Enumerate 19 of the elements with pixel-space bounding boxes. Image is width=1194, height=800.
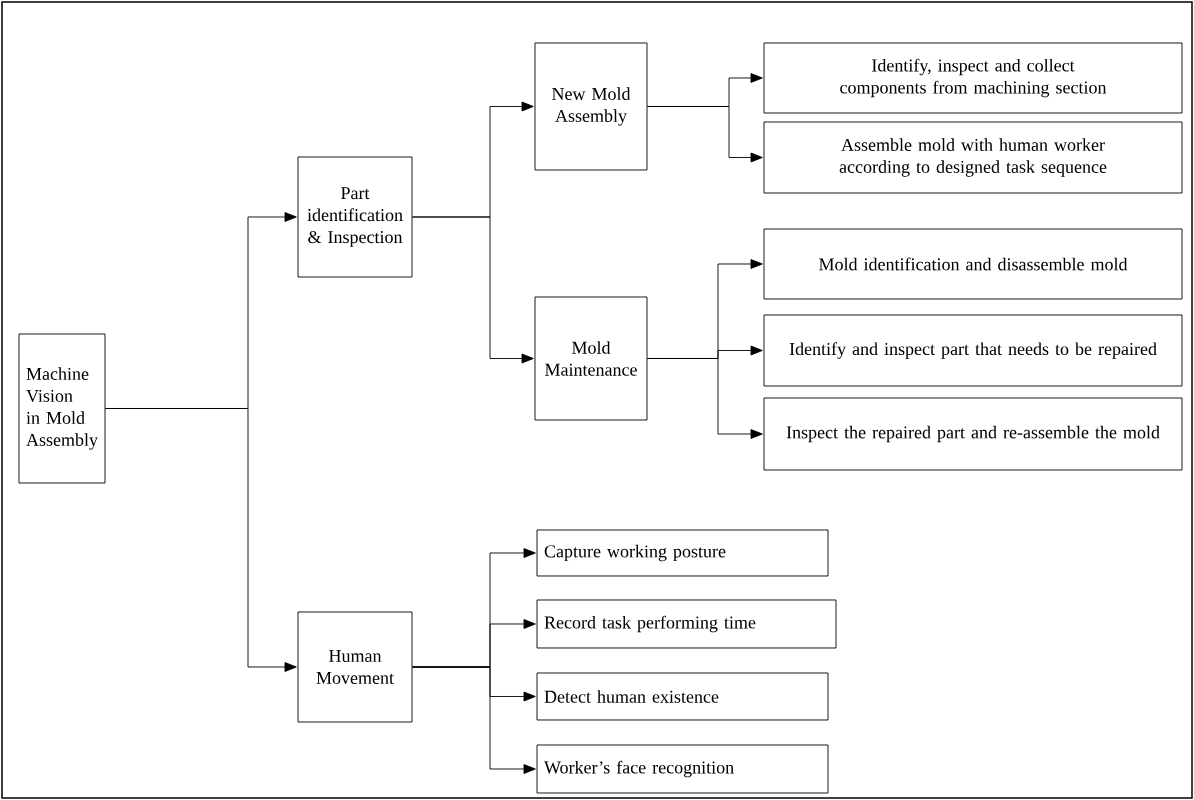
process-box: Capture working posture: [536, 529, 829, 577]
process-box: Mold Maintenance: [534, 296, 648, 421]
process-box: Assemble mold with human worker according to designed task sequence: [763, 121, 1183, 194]
arrow: [647, 106, 763, 163]
process-box: Machine Vision in Mold Assembly: [18, 333, 106, 484]
process-box: Mold identification and disassemble mold: [763, 228, 1183, 300]
process-box: Identify, inspect and collect components from machining section: [763, 42, 1183, 114]
arrow: [412, 666, 536, 774]
process-box: Identify and inspect part that needs to be repaired: [763, 314, 1183, 387]
arrow: [105, 408, 297, 672]
process-box: Part identification & Inspection: [297, 156, 413, 278]
process-box: Worker’s face recognition: [536, 744, 829, 794]
arrow: [412, 216, 534, 364]
process-box: Record task performing time: [536, 599, 837, 649]
arrow: [647, 358, 763, 439]
process-box: New Mold Assembly: [534, 42, 648, 171]
process-box: Inspect the repaired part and re-assemble the mold: [763, 397, 1183, 471]
process-box: Human Movement: [297, 611, 413, 723]
process-box: Detect human existence: [536, 672, 829, 721]
